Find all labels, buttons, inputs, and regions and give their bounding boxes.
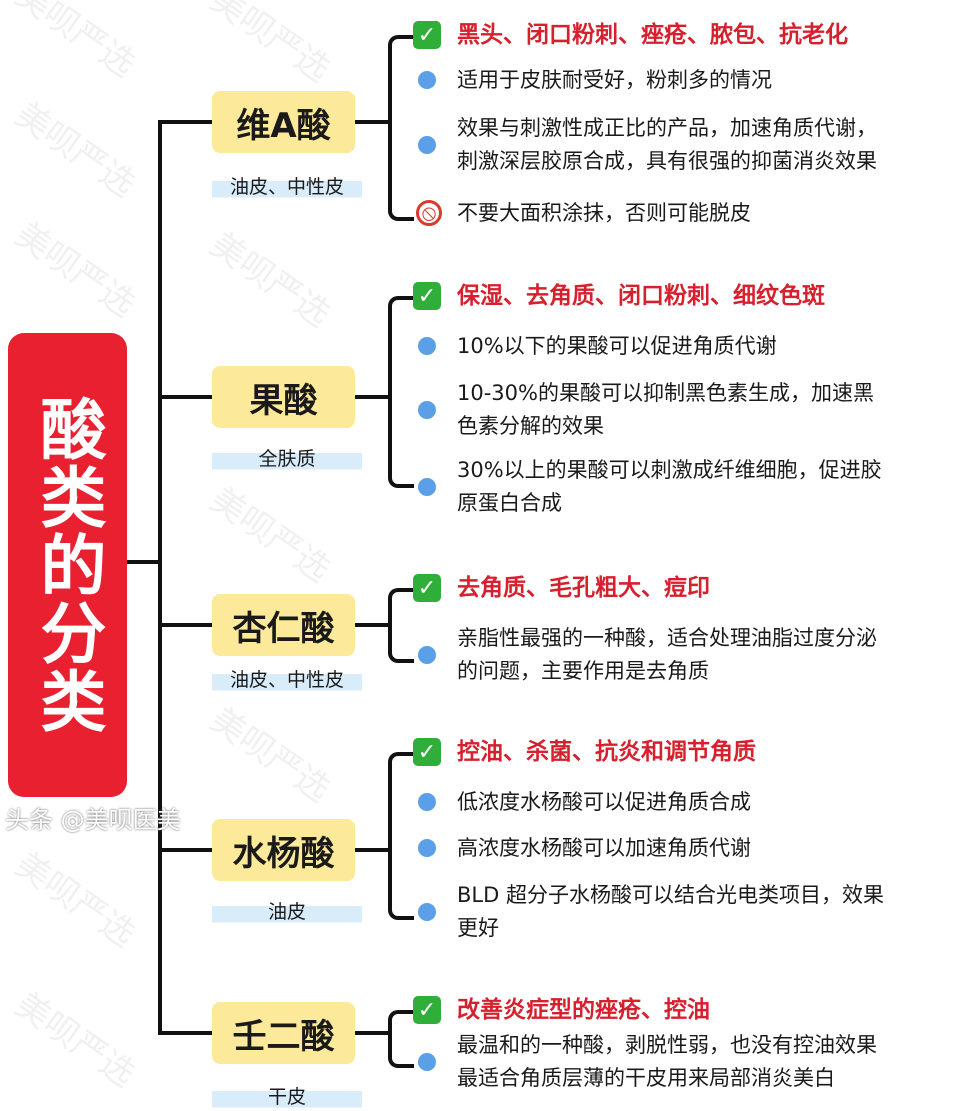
watermark-text: 美呗严选 xyxy=(202,699,338,811)
node-connector xyxy=(355,1031,390,1035)
item-text: 亲脂性最强的一种酸，适合处理油脂过度分泌 的问题，主要作用是去角质 xyxy=(457,626,877,683)
item-text: 黑头、闭口粉刺、痤疮、脓包、抗老化 xyxy=(457,21,848,48)
watermark-text: 美呗严选 xyxy=(7,214,143,326)
item-text: 10-30%的果酸可以抑制黑色素生成，加速黑 色素分解的效果 xyxy=(457,381,874,438)
watermark-text: 美呗严选 xyxy=(7,94,143,206)
node-connector xyxy=(355,848,390,852)
category-node-4: 水杨酸 xyxy=(212,819,355,881)
dot-icon xyxy=(418,401,436,419)
watermark-text: 美呗严选 xyxy=(202,0,338,91)
watermark-text: 美呗严选 xyxy=(7,0,143,86)
branch-connector xyxy=(160,1031,212,1035)
item-bracket xyxy=(388,752,414,920)
item-text: 去角质、毛孔粗大、痘印 xyxy=(457,574,710,601)
category-node-1: 维A酸 xyxy=(212,91,355,153)
node-connector xyxy=(355,395,390,399)
item-text: 改善炎症型的痤疮、控油 xyxy=(457,996,710,1023)
check-icon: ✓ xyxy=(413,996,441,1024)
dot-icon xyxy=(418,1053,436,1071)
check-icon: ✓ xyxy=(413,738,441,766)
check-icon: ✓ xyxy=(413,21,441,49)
watermark-text: 美呗严选 xyxy=(7,984,143,1096)
node-connector xyxy=(355,623,390,627)
item-bracket xyxy=(388,1010,414,1068)
category-node-2: 果酸 xyxy=(212,366,355,428)
category-node-5: 壬二酸 xyxy=(212,1002,355,1064)
item-bracket xyxy=(388,35,414,221)
item-text: 控油、杀菌、抗炎和调节角质 xyxy=(457,738,756,765)
watermark-text: 美呗严选 xyxy=(7,844,143,956)
watermark-text: 美呗严选 xyxy=(202,479,338,591)
branch-connector xyxy=(160,623,212,627)
item-bracket xyxy=(388,588,414,663)
item-text: 10%以下的果酸可以促进角质代谢 xyxy=(457,333,777,358)
dot-icon xyxy=(418,793,436,811)
root-connector xyxy=(127,560,162,564)
skin-type-label: 油皮、中性皮 xyxy=(212,172,362,202)
branch-connector xyxy=(160,848,212,852)
item-text: 最温和的一种酸，剥脱性弱，也没有控油效果 最适合角质层薄的干皮用来局部消炎美白 xyxy=(457,1033,877,1090)
node-connector xyxy=(355,120,390,124)
dot-icon xyxy=(418,903,436,921)
watermark-text: 美呗严选 xyxy=(202,224,338,336)
branch-connector xyxy=(160,395,212,399)
item-text: 保湿、去角质、闭口粉刺、细纹色斑 xyxy=(457,282,825,309)
dot-icon xyxy=(418,136,436,154)
dot-icon xyxy=(418,71,436,89)
dot-icon xyxy=(418,839,436,857)
trunk-line xyxy=(158,120,162,1035)
skin-type-label: 油皮、中性皮 xyxy=(212,665,362,695)
item-bracket xyxy=(388,296,414,488)
skin-type-label: 油皮 xyxy=(212,897,362,927)
root-node: 酸类的分类 xyxy=(8,333,127,797)
dot-icon xyxy=(418,337,436,355)
category-node-3: 杏仁酸 xyxy=(212,594,355,656)
dot-icon xyxy=(418,646,436,664)
root-title: 酸类的分类 xyxy=(29,395,107,735)
dot-icon xyxy=(418,478,436,496)
item-text: 高浓度水杨酸可以加速角质代谢 xyxy=(457,835,751,860)
credit-watermark: 头条 @美呗医美 xyxy=(5,806,181,834)
item-text: BLD 超分子水杨酸可以结合光电类项目，效果 更好 xyxy=(457,883,884,940)
branch-connector xyxy=(160,120,212,124)
item-text: 30%以上的果酸可以刺激成纤维细胞，促进胶 原蛋白合成 xyxy=(457,458,882,515)
check-icon: ✓ xyxy=(413,574,441,602)
skin-type-label: 全肤质 xyxy=(212,444,362,474)
item-text: 低浓度水杨酸可以促进角质合成 xyxy=(457,789,751,814)
item-text: 效果与刺激性成正比的产品，加速角质代谢， 刺激深层胶原合成，具有很强的抑菌消炎效… xyxy=(457,116,877,173)
skin-type-label: 干皮 xyxy=(212,1082,362,1111)
item-text: 不要大面积涂抹，否则可能脱皮 xyxy=(457,200,751,225)
prohibited-icon: ⦸ xyxy=(416,200,442,226)
check-icon: ✓ xyxy=(413,282,441,310)
item-text: 适用于皮肤耐受好，粉刺多的情况 xyxy=(457,67,772,92)
